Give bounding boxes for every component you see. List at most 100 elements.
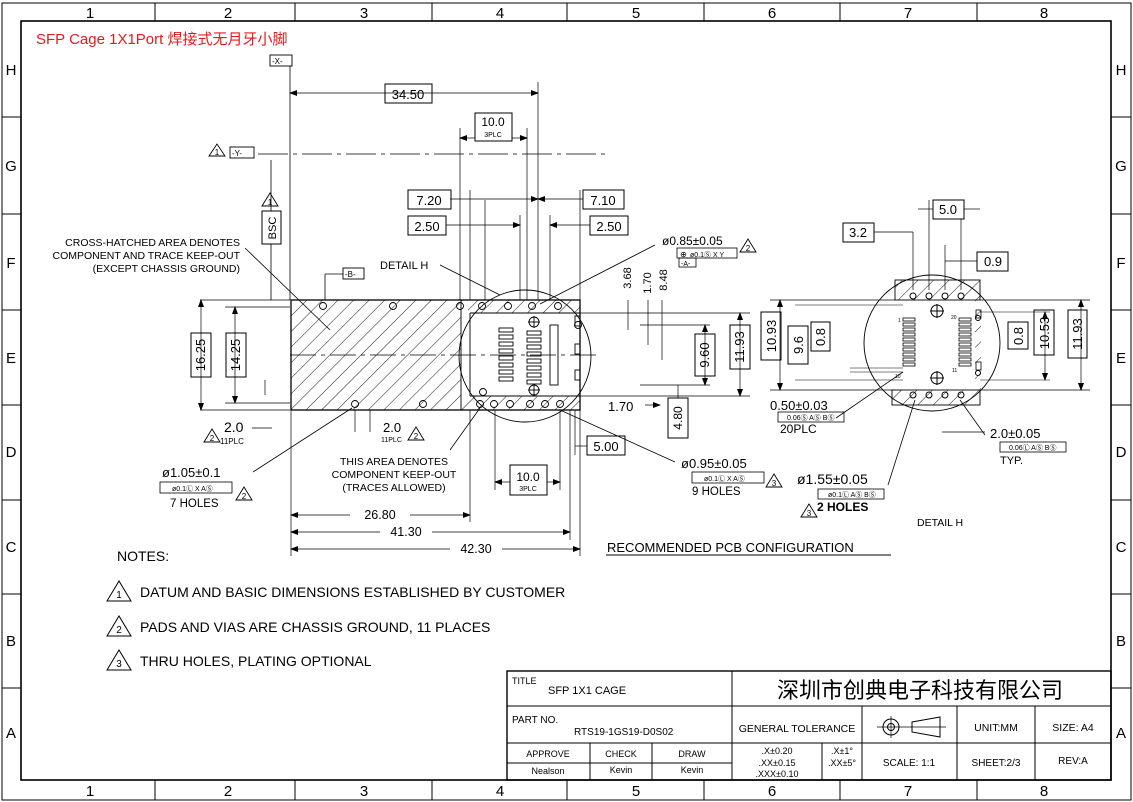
note3-marker-155: 3 <box>807 509 812 518</box>
row-label: B <box>1116 633 1126 650</box>
pad-2-0-label: 2.0±0.05 <box>990 426 1041 441</box>
tol-xxx: .XXX±0.10 <box>756 769 799 779</box>
dim-11plc-right: 11PLC <box>381 437 402 444</box>
hole-105-label: ø1.05±0.1 <box>162 465 220 480</box>
detail-dim-9-6: 9.6 <box>791 336 806 354</box>
note1-marker: 1 <box>268 198 273 207</box>
row-label: D <box>1116 444 1127 461</box>
note-3-text: THRU HOLES, PLATING OPTIONAL <box>140 653 372 669</box>
note2-marker-right: 2 <box>414 432 419 441</box>
row-label: G <box>5 158 17 175</box>
col-label: 1 <box>86 5 94 22</box>
dim-8-48: 8.48 <box>658 269 670 290</box>
tol-angle-xx: .XX±5° <box>828 758 856 768</box>
dim-11plc-left: 11PLC <box>220 437 244 446</box>
datum-b: -B- <box>345 270 356 279</box>
note-3-num: 3 <box>116 659 122 670</box>
sheet-label: SHEET:2/3 <box>972 758 1021 769</box>
dim-10-0-bottom: 10.0 <box>516 470 540 484</box>
datum-a: -A- <box>681 261 691 268</box>
dim-26-80: 26.80 <box>364 508 395 522</box>
pin-1-label: 1 <box>898 318 901 324</box>
row-labels: H G F E D C B A H G F E D C B A <box>5 62 1127 742</box>
row-label: F <box>1116 255 1125 272</box>
note1-marker-y: 1 <box>215 148 220 157</box>
hole-155-label: ø1.55±0.05 <box>797 471 868 487</box>
fcf-2-0: 0.06Ⓛ AⓈ BⓈ <box>1009 444 1056 452</box>
scale-label: SCALE: 1:1 <box>883 758 936 769</box>
dim-bsc: BSC <box>267 217 279 240</box>
row-label: C <box>6 539 17 556</box>
dim-3plc-top: 3PLC <box>484 132 502 139</box>
approve-value: Nealson <box>531 766 564 776</box>
column-labels: 1 2 3 4 5 6 7 8 1 2 3 4 5 6 7 8 <box>86 5 1048 800</box>
detail-dim-5-0: 5.0 <box>939 202 957 217</box>
row-label: D <box>6 444 17 461</box>
row-label: G <box>1115 158 1127 175</box>
notes-heading: NOTES: <box>117 548 169 564</box>
hole-095-label: ø0.95±0.05 <box>681 456 747 471</box>
dim-3-68: 3.68 <box>622 267 634 288</box>
pad-20plc-label: 20PLC <box>780 422 817 436</box>
row-label: C <box>1116 539 1127 556</box>
note3-marker-095: 3 <box>772 479 777 488</box>
hatch-note-line2: COMPONENT AND TRACE KEEP-OUT <box>53 250 241 262</box>
approve-label: APPROVE <box>526 749 570 759</box>
dim-3plc-bottom: 3PLC <box>519 486 537 493</box>
dim-7-10: 7.10 <box>590 193 615 208</box>
fcf-085: ø0.1Ⓢ X Y <box>690 251 724 259</box>
typ-label: TYP. <box>1000 455 1023 467</box>
pin-10-label: 10 <box>895 374 901 380</box>
detail-dim-10-53: 10.53 <box>1037 317 1052 350</box>
dim-41-30: 41.30 <box>390 525 421 539</box>
part-no-value: RTS19-1GS19-D0S02 <box>574 727 674 738</box>
row-label: F <box>6 255 15 272</box>
dim-2-0-right: 2.0 <box>383 420 401 435</box>
note-1-text: DATUM AND BASIC DIMENSIONS ESTABLISHED B… <box>140 584 565 600</box>
note-2-num: 2 <box>116 625 122 636</box>
note2-marker-105: 2 <box>242 492 247 501</box>
col-label: 4 <box>496 783 504 800</box>
tol-angle-x: .X±1° <box>831 746 853 756</box>
detail-dim-10-93: 10.93 <box>764 320 779 353</box>
detail-dim-0-9: 0.9 <box>984 254 1002 269</box>
col-label: 3 <box>360 783 368 800</box>
title-label: TITLE <box>512 676 537 686</box>
fcf-050: 0.06Ⓢ AⓈ BⓈ <box>787 414 834 422</box>
hatch-note-line3: (EXCEPT CHASSIS GROUND) <box>93 263 240 275</box>
fcf-155: ø0.1Ⓛ AⓈ BⓈ <box>828 491 876 499</box>
col-label: 8 <box>1040 5 1048 22</box>
col-label: 6 <box>768 5 776 22</box>
col-label: 2 <box>224 5 232 22</box>
pin-20-label: 20 <box>951 315 957 321</box>
left-view <box>159 54 891 556</box>
detail-dim-0-8-left: 0.8 <box>813 328 828 346</box>
part-no-label: PART NO. <box>512 715 558 726</box>
general-tolerance: GENERAL TOLERANCE <box>739 723 856 735</box>
col-label: 5 <box>632 5 640 22</box>
keepout-note-line2: COMPONENT KEEP-OUT <box>332 469 457 481</box>
col-label: 7 <box>904 783 912 800</box>
row-ticks <box>2 116 1131 689</box>
detail-dim-11-93: 11.93 <box>1070 318 1085 350</box>
dim-5-00: 5.00 <box>593 439 618 454</box>
hole-085-label: ø0.85±0.05 <box>662 234 723 248</box>
tol-xx: .XX±0.15 <box>759 758 796 768</box>
check-label: CHECK <box>605 749 637 759</box>
dim-34-50: 34.50 <box>392 87 425 102</box>
col-label: 7 <box>904 5 912 22</box>
col-label: 6 <box>768 783 776 800</box>
datum-y: -Y- <box>232 149 242 158</box>
row-label: A <box>6 725 16 742</box>
holes-7-label: 7 HOLES <box>170 498 219 510</box>
col-label: 2 <box>224 783 232 800</box>
hatch-note-line1: CROSS-HATCHED AREA DENOTES <box>65 237 240 249</box>
check-value: Kevin <box>610 765 633 775</box>
dim-42-30: 42.30 <box>460 542 491 556</box>
note2-marker-085: 2 <box>746 244 751 253</box>
pin-11-label: 11 <box>952 368 957 374</box>
size-label: SIZE: A4 <box>1052 722 1094 734</box>
dim-14-25: 14.25 <box>228 339 243 372</box>
rev-label: REV:A <box>1058 756 1088 767</box>
